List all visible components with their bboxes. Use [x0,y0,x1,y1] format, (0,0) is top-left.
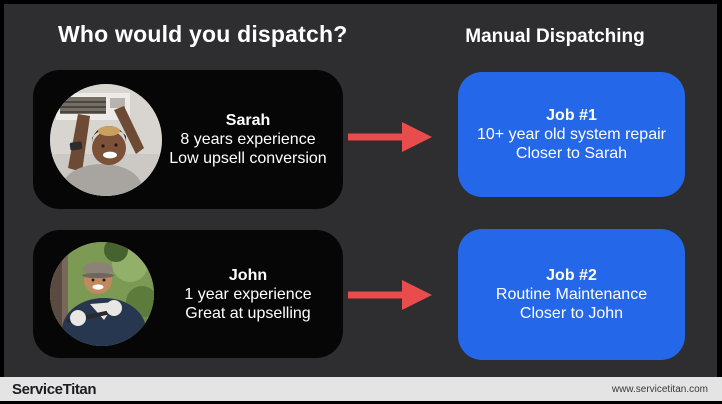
technician-experience: 1 year experience [184,285,312,303]
job-proximity: Closer to Sarah [515,145,628,162]
job-description: 10+ year old system repair [477,126,666,143]
job-title: Job #2 [546,267,597,284]
slide-title: Who would you dispatch? [58,21,348,47]
column-title-manual-dispatching: Manual Dispatching [465,26,645,47]
sarah-photo-illustration [50,84,162,196]
slide-canvas: Who would you dispatch? Manual Dispatchi… [4,4,717,377]
servicetitan-logo: ServiceTitan [12,380,97,398]
job-title: Job #1 [546,107,597,124]
technician-experience: 8 years experience [180,131,316,148]
footer-website-url: www.servicetitan.com [611,383,708,395]
red-right-arrow-icon [348,119,436,155]
job-card-1: Job #1 10+ year old system repair Closer… [458,72,685,197]
technician-card-john: John 1 year experience Great at upsellin… [33,230,343,358]
john-photo [50,242,154,346]
red-right-arrow-icon [348,277,436,313]
job-proximity: Closer to John [519,305,624,322]
technician-trait: Great at upselling [185,304,311,322]
job-card-2: Job #2 Routine Maintenance Closer to Joh… [458,229,685,360]
john-photo-illustration [50,242,154,346]
job-description: Routine Maintenance [495,286,648,303]
technician-trait: Low upsell conversion [169,150,327,167]
sarah-photo [50,84,162,196]
technician-card-sarah: Sarah 8 years experience Low upsell conv… [33,70,343,209]
technician-name: John [228,266,268,284]
slide-footer: ServiceTitan www.servicetitan.com [0,377,722,401]
technician-name: Sarah [225,112,271,129]
technician-info-sarah: Sarah 8 years experience Low upsell conv… [163,70,333,209]
technician-info-john: John 1 year experience Great at upsellin… [163,230,333,358]
